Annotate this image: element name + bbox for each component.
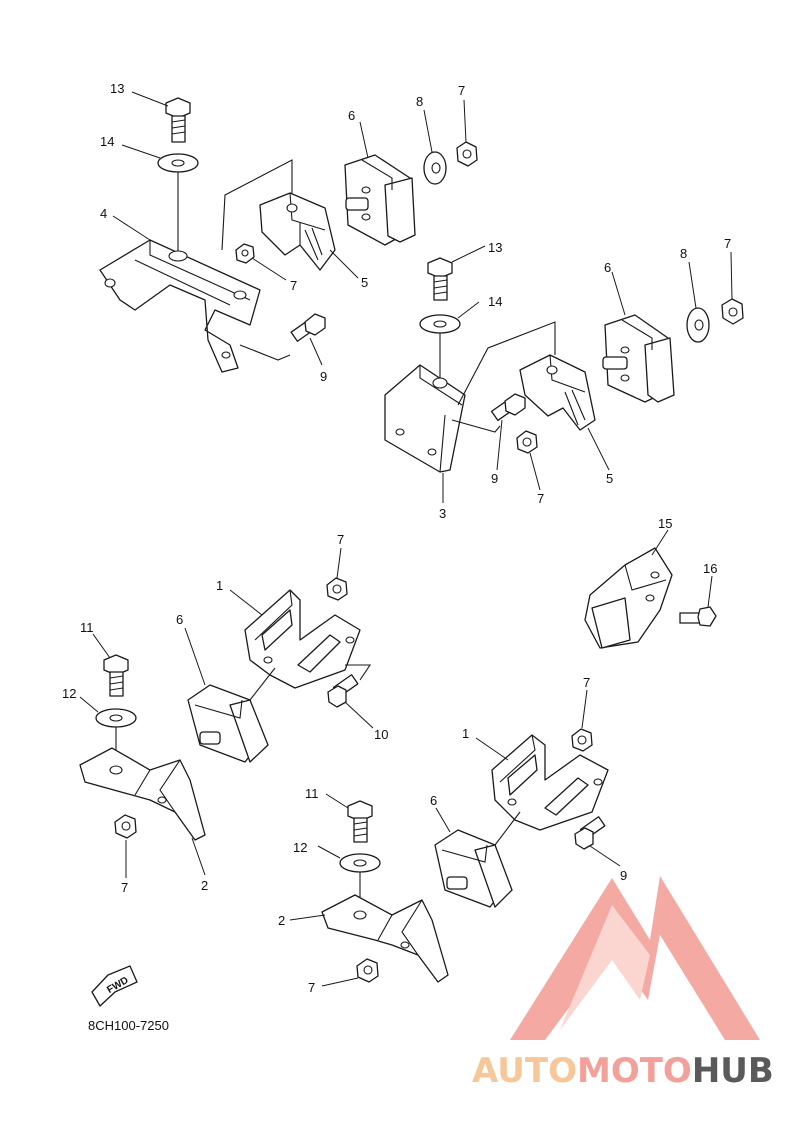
callout-7: 7 — [583, 675, 590, 690]
nut-7-icon — [235, 243, 255, 264]
nut-7-icon — [456, 141, 478, 167]
bolt-9-icon — [574, 816, 606, 850]
callout-7: 7 — [724, 236, 731, 251]
callout-7: 7 — [308, 980, 315, 995]
stopper-5-icon — [519, 354, 596, 431]
callout-3: 3 — [439, 506, 446, 521]
bracket-3-icon — [384, 364, 466, 473]
callout-8: 8 — [416, 94, 423, 109]
callout-1: 1 — [462, 726, 469, 741]
callout-7: 7 — [337, 532, 344, 547]
nut-7-icon — [356, 958, 379, 983]
mount-6-icon — [187, 684, 269, 763]
washer-8-icon — [423, 151, 447, 185]
bracket-2-icon — [79, 747, 206, 841]
stopper-5-icon — [259, 192, 336, 271]
callout-7: 7 — [537, 491, 544, 506]
callout-9: 9 — [491, 471, 498, 486]
callout-14: 14 — [100, 134, 114, 149]
nut-7-icon — [326, 577, 348, 601]
bolt-9-icon — [290, 313, 326, 342]
callout-14: 14 — [488, 294, 502, 309]
bolt-11-icon — [103, 654, 129, 697]
callout-12: 12 — [62, 686, 76, 701]
callout-13: 13 — [488, 240, 502, 255]
mount-6-icon — [344, 154, 416, 246]
nut-7-icon — [516, 430, 538, 454]
callout-16: 16 — [703, 561, 717, 576]
washer-12-icon — [95, 708, 137, 728]
bolt-13-icon — [427, 257, 453, 301]
callout-7: 7 — [290, 278, 297, 293]
washer-12-icon — [339, 853, 381, 873]
callout-labels: 13 14 4 6 8 7 7 5 9 13 14 6 8 7 3 9 7 5 … — [62, 81, 731, 995]
callout-11: 11 — [80, 620, 94, 635]
fwd-arrow-icon: FWD — [91, 965, 138, 1007]
callout-5: 5 — [606, 471, 613, 486]
bolt-9-icon — [490, 393, 526, 422]
bracket-1-icon — [244, 589, 361, 689]
bracket-4-icon — [99, 239, 261, 373]
callout-9: 9 — [320, 369, 327, 384]
callout-4: 4 — [100, 206, 107, 221]
callout-2: 2 — [201, 878, 208, 893]
callout-7: 7 — [121, 880, 128, 895]
bolt-16-icon — [679, 606, 717, 627]
mount-6-icon — [434, 829, 513, 908]
part-15-bracket-icon — [584, 547, 673, 649]
callout-11: 11 — [305, 786, 319, 801]
nut-7-icon — [571, 728, 593, 752]
bolt-11-icon — [347, 800, 373, 843]
callout-6: 6 — [176, 612, 183, 627]
callout-13: 13 — [110, 81, 124, 96]
callout-5: 5 — [361, 275, 368, 290]
watermark-logo-icon — [510, 876, 760, 1040]
callout-15: 15 — [658, 516, 672, 531]
washer-14-icon — [419, 314, 461, 334]
callout-9: 9 — [620, 868, 627, 883]
callout-7: 7 — [458, 83, 465, 98]
watermark-text: AUTOMOTOHUB — [472, 1051, 774, 1091]
nut-7-icon — [721, 298, 744, 325]
leader-lines — [79, 91, 733, 987]
callout-12: 12 — [293, 840, 307, 855]
washer-14-icon — [157, 153, 199, 173]
callout-2: 2 — [278, 913, 285, 928]
callout-8: 8 — [680, 246, 687, 261]
bracket-2-icon — [321, 894, 449, 983]
callout-6: 6 — [348, 108, 355, 123]
bracket-1-icon — [491, 734, 609, 831]
callout-6: 6 — [430, 793, 437, 808]
part-code: 8CH100-7250 — [88, 1018, 169, 1033]
washer-8-icon — [686, 307, 710, 343]
callout-10: 10 — [374, 727, 388, 742]
mount-6-icon — [602, 314, 675, 403]
nut-7-icon — [114, 814, 137, 839]
callout-6: 6 — [604, 260, 611, 275]
bolt-13-icon — [165, 97, 191, 143]
callout-1: 1 — [216, 578, 223, 593]
bolt-10-icon — [327, 674, 359, 708]
